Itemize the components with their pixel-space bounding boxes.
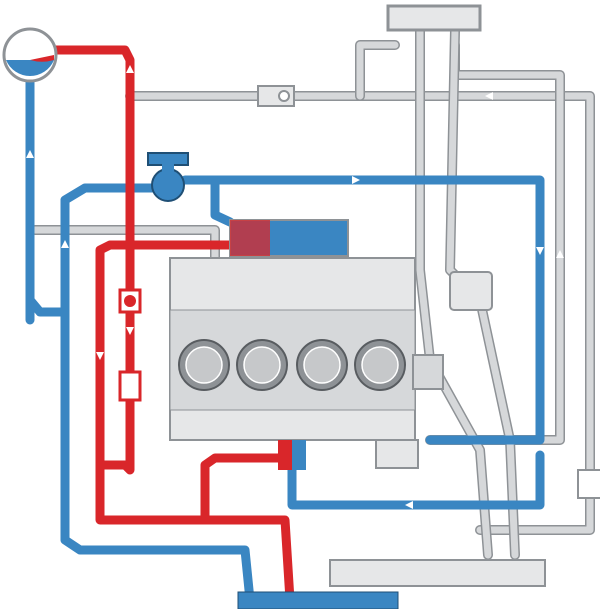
bleed-valve: [257, 85, 295, 107]
check-valve: [118, 288, 142, 314]
cylinder-1: [178, 339, 230, 391]
radiator: [329, 559, 546, 587]
expansion-tank: [2, 27, 58, 83]
restrictor-hot: [118, 370, 142, 402]
oil-cooler: [412, 271, 493, 390]
flow-arrows: [26, 65, 564, 509]
cylinder-3: [296, 339, 348, 391]
hot-coolant-lines: [47, 45, 295, 605]
water-pump: [147, 152, 189, 202]
cold-coolant-lines: [25, 70, 545, 605]
cylinder-4: [354, 339, 406, 391]
cylinder-2: [236, 339, 288, 391]
thermostat-housing: [386, 4, 482, 32]
heater-core: [237, 591, 399, 609]
engine-block: [169, 257, 419, 470]
restrictor-vent: [577, 469, 600, 499]
